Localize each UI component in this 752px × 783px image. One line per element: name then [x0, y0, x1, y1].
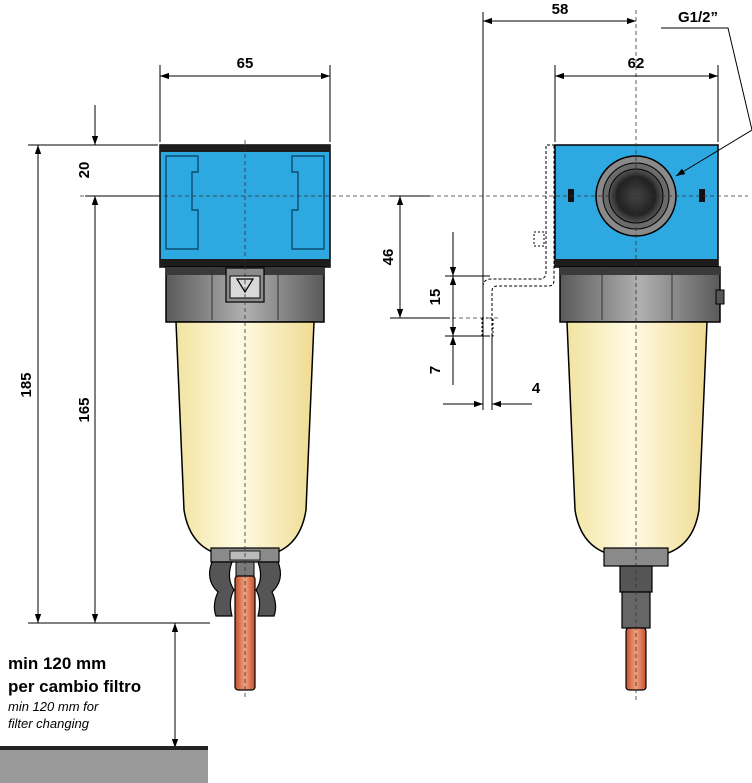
side-bowl	[566, 321, 708, 556]
dim-total-height: 185	[18, 372, 35, 397]
dim-front-width: 65	[237, 55, 254, 72]
dim-side-width: 62	[628, 55, 645, 72]
triangle-down-icon	[235, 278, 255, 294]
dim-port-offset: 58	[552, 1, 569, 18]
dimension-lines	[28, 12, 752, 748]
side-ring	[559, 266, 721, 323]
side-drain-tube	[625, 627, 647, 691]
dim-top-height: 20	[76, 162, 93, 179]
center-lines	[80, 10, 748, 700]
note-line-1: min 120 mm	[8, 654, 106, 673]
dim-bracket-height: 15	[427, 289, 444, 306]
note-line-4: filter changing	[8, 716, 90, 731]
side-view	[481, 144, 725, 691]
dim-thread: G1/2”	[678, 9, 718, 26]
dim-bracket-thickness: 4	[532, 380, 541, 397]
mounting-bracket	[482, 144, 555, 336]
dim-port-drop: 46	[380, 249, 397, 266]
note-line-2: per cambio filtro	[8, 677, 141, 696]
note-line-3: min 120 mm for	[8, 699, 99, 714]
dim-body-height: 165	[76, 397, 93, 422]
dim-bracket-small: 7	[427, 366, 444, 374]
floor-line	[0, 746, 208, 783]
